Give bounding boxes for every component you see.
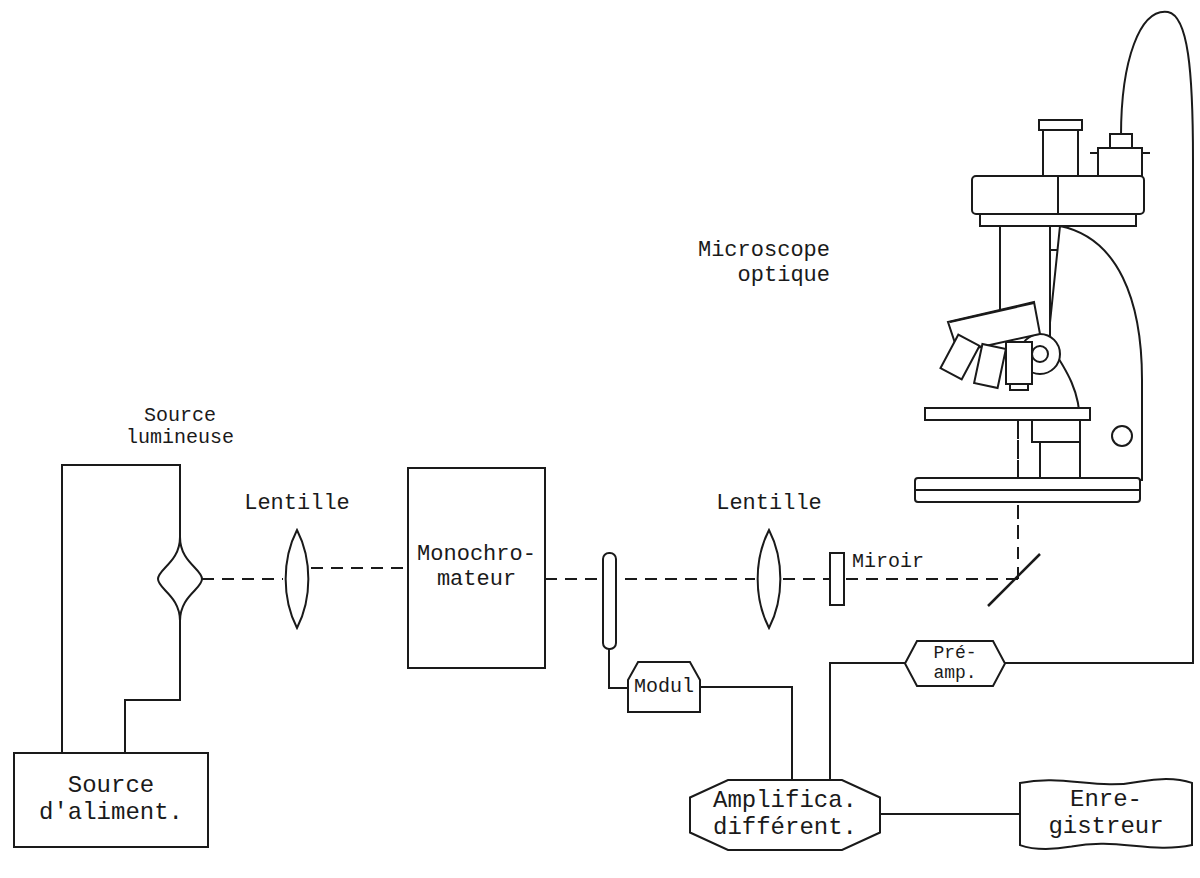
wire [830,663,905,780]
preamp-box: Pré- amp. [905,641,1005,686]
lens-symbol-outline [755,530,783,628]
light-beam [1017,420,1019,530]
light-beam [846,578,1018,580]
node-label: Pré- amp. [913,643,997,683]
node-heading: Source lumineuse [122,405,238,450]
node-label: Monochro- mateur [413,543,540,592]
light-beam [545,578,755,580]
power-supply-box: Source d'aliment. [14,753,208,847]
wire [609,649,628,688]
modulator-box: Modul [628,662,700,712]
light-beam [783,578,830,580]
light-beam [202,578,283,580]
node-label: Enre- gistreur [1032,787,1180,841]
node-heading: Miroir [852,551,942,573]
mirror-plate: Miroir [830,553,844,605]
node-heading: Lentille [699,492,839,517]
amplifier-box: Amplifica. différent. [690,780,880,850]
mirror-plate-outline [830,553,844,605]
lens-symbol: Lentille [283,530,311,628]
lens-symbol-outline [283,530,311,628]
light-beam [311,567,408,569]
mirror-symbol [988,554,1040,606]
chopper-symbol [603,553,616,649]
illustration-label: Microscope optique [636,238,830,289]
node-label: Source d'aliment. [26,773,196,827]
lamp-symbol: Source lumineuse [158,537,202,621]
lens-symbol: Lentille [755,530,783,628]
recorder-box: Enre- gistreur [1020,777,1192,851]
process-box: Monochro- mateur [408,468,545,668]
wire [880,813,1020,815]
cable [1005,12,1193,663]
lamp-symbol-outline [158,537,202,621]
node-label: Amplifica. différent. [704,788,866,842]
wire [62,465,180,753]
node-label: Modul [634,676,694,698]
node-heading: Lentille [227,492,367,517]
wire [700,687,792,780]
microscope [915,120,1150,502]
